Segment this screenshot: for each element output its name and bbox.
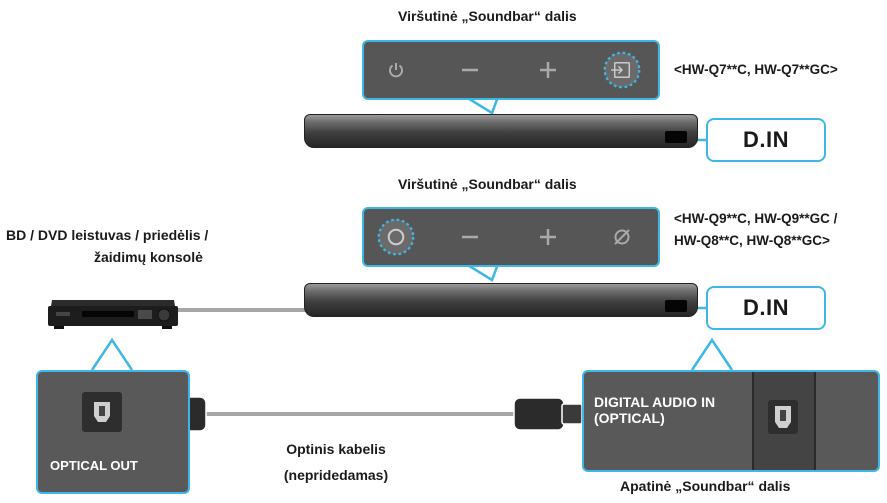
digital-audio-in-bay bbox=[752, 372, 816, 470]
digital-audio-in-panel: DIGITAL AUDIO IN (OPTICAL) bbox=[582, 370, 880, 472]
middle-control-panel bbox=[362, 207, 660, 267]
right-optical-plug bbox=[513, 397, 583, 431]
digital-audio-in-line-2: (OPTICAL) bbox=[594, 410, 665, 426]
top-model-list: <HW-Q7**C, HW-Q7**GC> bbox=[674, 62, 838, 77]
device-port-pointer bbox=[90, 337, 134, 371]
middle-model-line-2: HW-Q8**C, HW-Q8**GC> bbox=[674, 233, 830, 248]
top-panel-caption: Viršutinė „Soundbar“ dalis bbox=[398, 8, 577, 24]
digital-audio-in-socket bbox=[768, 400, 798, 434]
minus-icon bbox=[450, 209, 490, 265]
mic-off-icon bbox=[602, 209, 642, 265]
device-label-line-1: BD / DVD leistuvas / priedėlis / bbox=[6, 227, 209, 243]
cable-label: Optinis kabelis (nepridedamas) bbox=[256, 436, 416, 488]
cable-label-line-2: (nepridedamas) bbox=[283, 467, 389, 483]
digital-audio-in-line-1: DIGITAL AUDIO IN bbox=[594, 394, 716, 410]
digital-audio-in-label: DIGITAL AUDIO IN (OPTICAL) bbox=[594, 394, 715, 426]
middle-model-list: <HW-Q9**C, HW-Q9**GC / HW-Q8**C, HW-Q8**… bbox=[674, 208, 837, 252]
cable-label-line-1: Optinis kabelis bbox=[286, 441, 386, 457]
bd-dvd-player bbox=[48, 294, 178, 330]
middle-din-label: D.IN bbox=[706, 286, 826, 330]
optical-out-label: OPTICAL OUT bbox=[50, 458, 138, 473]
soundbar-port-pointer bbox=[690, 337, 734, 371]
top-din-label: D.IN bbox=[706, 118, 826, 162]
middle-soundbar bbox=[304, 283, 698, 317]
input-source-icon bbox=[602, 42, 642, 98]
optical-out-panel: OPTICAL OUT bbox=[36, 370, 190, 494]
top-din-port bbox=[665, 131, 687, 143]
device-label: BD / DVD leistuvas / priedėlis / žaidimų… bbox=[6, 224, 208, 268]
plus-icon bbox=[528, 209, 568, 265]
device-label-line-2: žaidimų konsolė bbox=[94, 249, 203, 265]
multi-function-icon bbox=[376, 209, 416, 265]
bottom-panel-caption: Apatinė „Soundbar“ dalis bbox=[620, 478, 791, 494]
middle-panel-caption: Viršutinė „Soundbar“ dalis bbox=[398, 176, 577, 192]
optical-out-socket bbox=[82, 392, 122, 432]
power-icon bbox=[376, 42, 416, 98]
top-control-panel bbox=[362, 40, 660, 100]
plus-icon bbox=[528, 42, 568, 98]
minus-icon bbox=[450, 42, 490, 98]
middle-din-port bbox=[665, 300, 687, 312]
middle-model-line-1: <HW-Q9**C, HW-Q9**GC / bbox=[674, 211, 838, 226]
top-soundbar bbox=[304, 114, 698, 148]
